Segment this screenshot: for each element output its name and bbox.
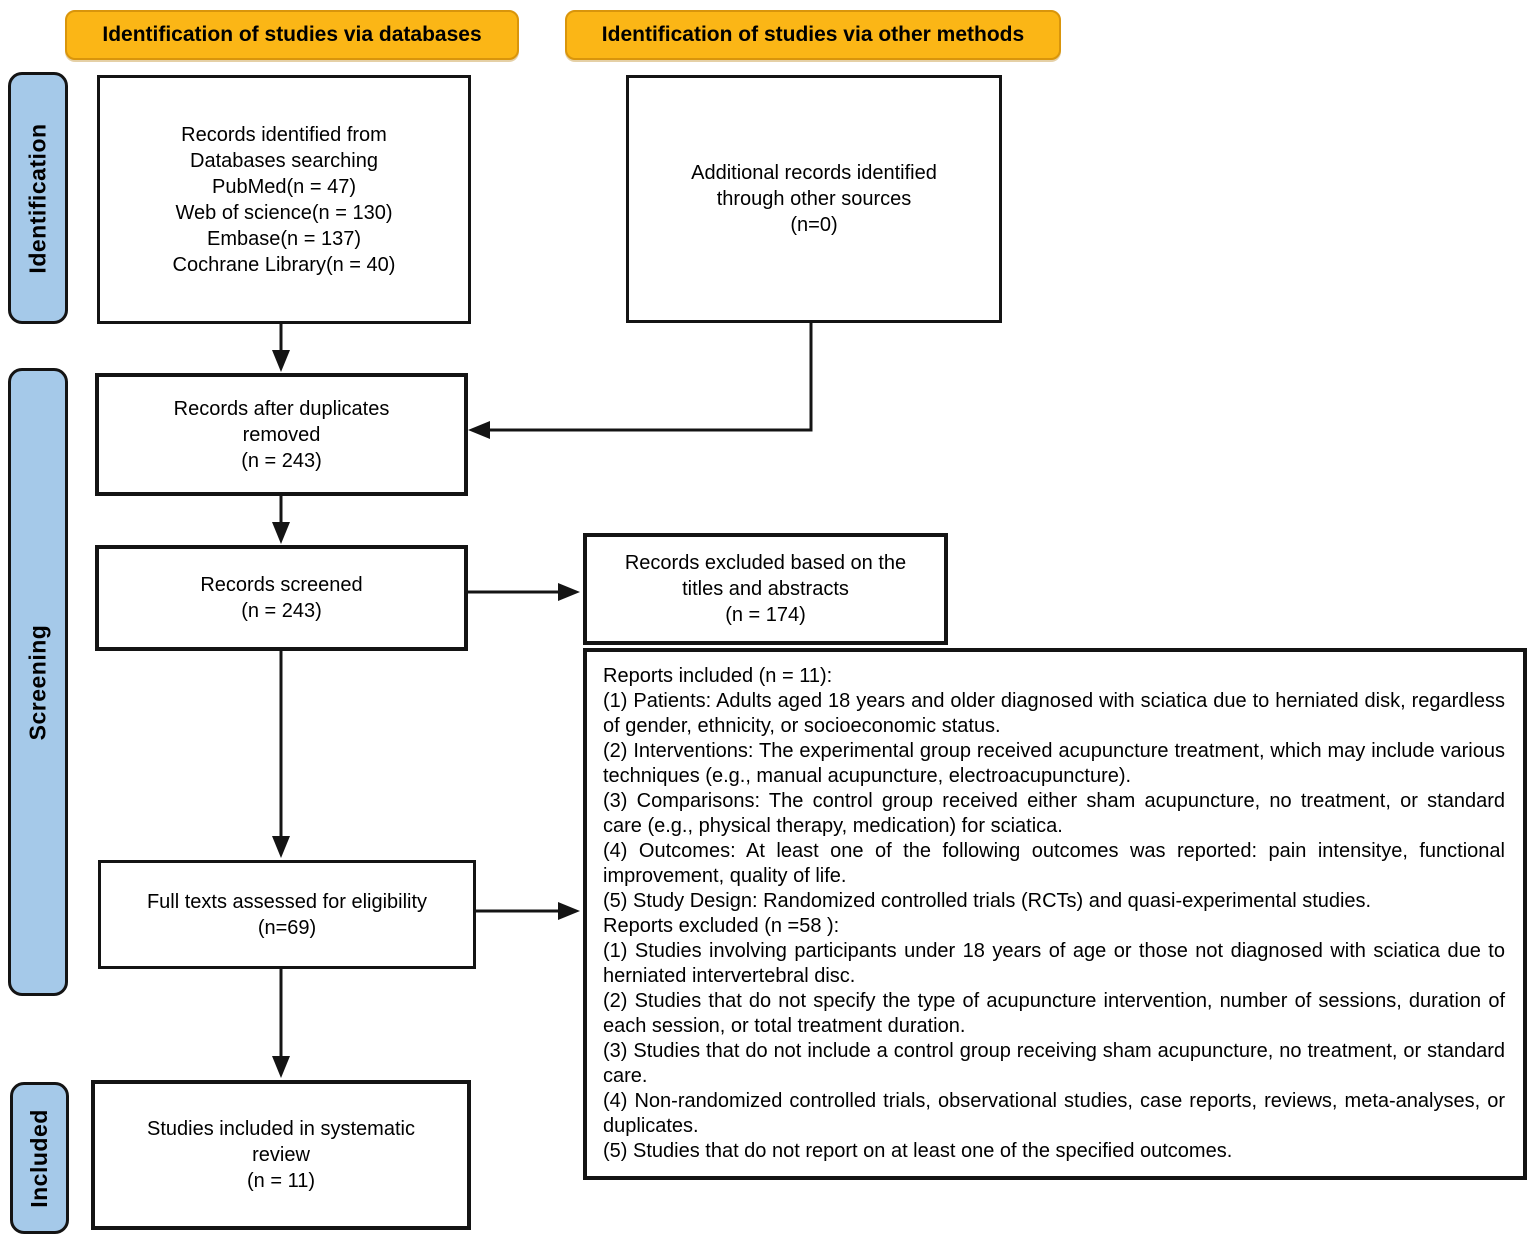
arrow-other-sources-to-duplicates — [468, 317, 813, 439]
box-line: Embase(n = 137) — [207, 227, 361, 250]
arrow-fulltext-to-criteria — [470, 902, 580, 920]
criteria-paragraph: (5) Study Design: Randomized controlled … — [603, 890, 1372, 912]
box-line: (n=69) — [257, 916, 317, 939]
box-duplicates-removed: Records after duplicates removed (n = 24… — [95, 373, 468, 496]
criteria-paragraph: Reports excluded (n =58 ): — [603, 915, 840, 937]
arrow-screened-to-fulltext — [272, 643, 290, 858]
box-line: Records identified from — [181, 123, 387, 146]
box-records-excluded: Records excluded based on the titles and… — [583, 533, 948, 645]
box-line: (n=0) — [790, 214, 838, 236]
box-line: Full texts assessed for eligibility — [146, 890, 428, 913]
box-records-screened: Records screened (n = 243) — [95, 545, 468, 651]
criteria-paragraph: (3) Studies that do not include a contro… — [603, 1040, 1505, 1087]
box-line: through other sources — [716, 188, 912, 210]
stage-identification-label: Identification — [24, 122, 51, 274]
box-line: (n = 243) — [241, 449, 322, 472]
box-line: review — [252, 1144, 310, 1166]
arrow-screened-to-excluded — [460, 583, 580, 601]
box-line: removed — [242, 423, 321, 446]
box-records-identified: Records identified from Databases search… — [97, 75, 471, 324]
box-line: Databases searching — [190, 149, 378, 172]
criteria-paragraph: (3) Comparisons: The control group recei… — [603, 790, 1505, 837]
criteria-paragraph: (2) Interventions: The experimental grou… — [603, 740, 1505, 787]
box-line: PubMed(n = 47) — [212, 175, 356, 198]
box-line: Records screened — [200, 574, 363, 596]
arrow-identified-to-duplicates — [272, 318, 290, 372]
box-line: (n = 11) — [247, 1170, 315, 1192]
box-line: titles and abstracts — [682, 578, 849, 600]
stage-included-label: Included — [26, 1108, 52, 1208]
stage-screening: Screening — [8, 368, 68, 996]
header-via-other-methods: Identification of studies via other meth… — [565, 10, 1061, 60]
arrow-duplicates-to-screened — [272, 488, 290, 544]
criteria-paragraph: (5) Studies that do not report on at lea… — [603, 1140, 1233, 1162]
box-line: Cochrane Library(n = 40) — [172, 253, 396, 276]
box-line: Web of science(n = 130) — [175, 201, 393, 224]
box-additional-records: Additional records identified through ot… — [626, 75, 1002, 323]
criteria-paragraph: (4) Outcomes: At least one of the follow… — [603, 840, 1505, 887]
criteria-paragraph: (1) Patients: Adults aged 18 years and o… — [603, 690, 1505, 737]
box-line: Studies included in systematic — [147, 1118, 415, 1140]
criteria-paragraph: (2) Studies that do not specify the type… — [603, 990, 1505, 1037]
box-line: Additional records identified — [691, 162, 937, 184]
stage-included: Included — [10, 1082, 69, 1234]
criteria-paragraph: Reports included (n = 11): — [603, 665, 833, 687]
criteria-paragraph: (1) Studies involving participants under… — [603, 940, 1505, 987]
stage-identification: Identification — [8, 72, 68, 324]
box-criteria: Reports included (n = 11): (1) Patients:… — [583, 648, 1527, 1180]
arrow-fulltext-to-included — [272, 963, 290, 1078]
criteria-paragraph: (4) Non-randomized controlled trials, ob… — [603, 1090, 1505, 1137]
box-studies-included: Studies included in systematic review (n… — [91, 1080, 471, 1230]
stage-screening-label: Screening — [24, 624, 51, 740]
header-via-databases: Identification of studies via databases — [65, 10, 519, 60]
box-line: (n = 174) — [725, 604, 806, 626]
box-line: (n = 243) — [241, 600, 322, 622]
box-full-texts-assessed: Full texts assessed for eligibility (n=6… — [98, 860, 476, 969]
box-line: Records excluded based on the — [624, 552, 907, 574]
box-line: Records after duplicates — [173, 397, 390, 420]
